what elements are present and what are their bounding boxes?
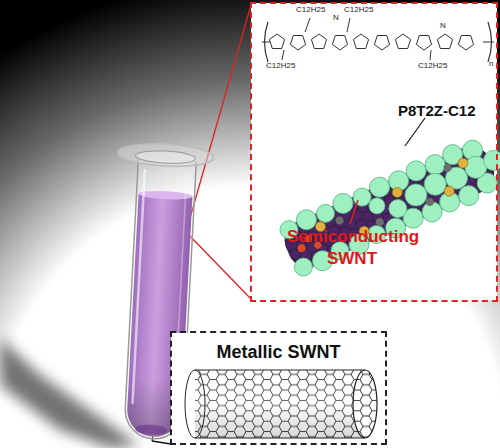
tube-shadow (0, 338, 140, 448)
formula-label: N (333, 14, 339, 22)
sediment (135, 424, 167, 436)
formula-label: C12H25 (266, 62, 295, 70)
chemical-structure (262, 18, 494, 62)
formula-label: C12H25 (344, 6, 373, 14)
polymer-label: P8T2Z-C12 (398, 101, 498, 121)
pointer-line (405, 118, 425, 146)
inset-background (251, 3, 497, 300)
wrapped-nanotube (274, 127, 500, 281)
formula-label: N (440, 22, 446, 30)
leader-line (186, 5, 251, 232)
inset-background (171, 333, 386, 444)
pointer-line (350, 200, 358, 224)
node-label: Semiconducting SWNT (287, 226, 417, 270)
metallic-nanotube (185, 370, 377, 438)
inset-box: P8T2Z-C12Semiconducting SWNT (250, 2, 498, 302)
formula-label: C12H25 (296, 6, 325, 14)
tube-rim (117, 142, 214, 169)
formula-label: C12H25 (418, 62, 447, 70)
formula-label: n (489, 60, 493, 68)
inset-box: Metallic SWNT (170, 331, 387, 445)
node-label: Metallic SWNT (172, 341, 385, 364)
leader-line (186, 232, 251, 299)
leader-line (152, 441, 171, 444)
